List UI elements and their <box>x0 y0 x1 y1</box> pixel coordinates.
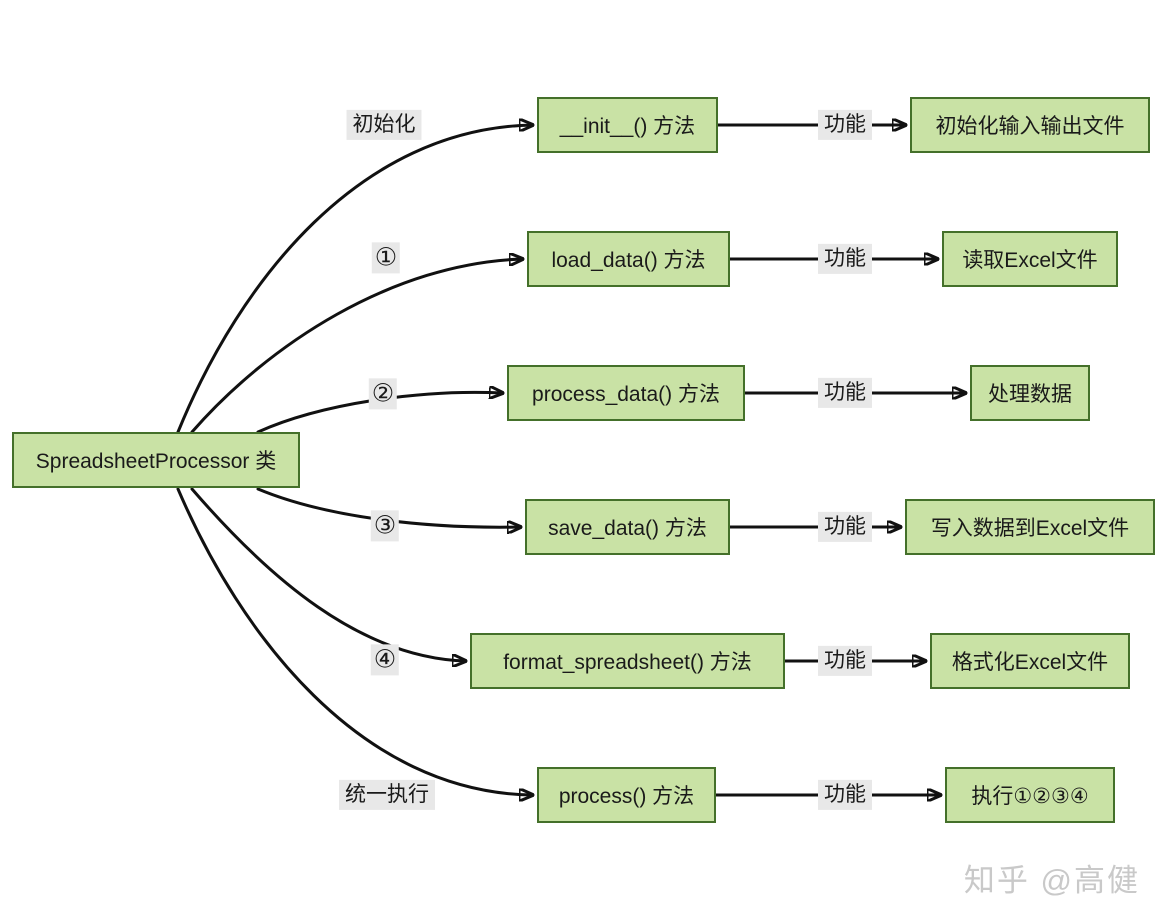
edge-label-load-data: ① <box>371 242 401 274</box>
curve-edge-init <box>176 125 535 434</box>
function-node-process: 执行①②③④ <box>945 767 1115 823</box>
link-label-save-data: 功能 <box>818 511 872 543</box>
method-node-init: __init__() 方法 <box>537 97 718 153</box>
function-node-process-data: 处理数据 <box>970 365 1090 421</box>
edge-label-format-spreadsheet: ④ <box>370 644 400 676</box>
method-node-load-data: load_data() 方法 <box>527 231 730 287</box>
curve-edge-format-spreadsheet <box>190 487 468 661</box>
link-label-process: 功能 <box>818 779 872 811</box>
edge-label-process-data: ② <box>368 378 398 410</box>
function-node-load-data: 读取Excel文件 <box>942 231 1118 287</box>
function-node-format-spreadsheet: 格式化Excel文件 <box>930 633 1130 689</box>
function-node-init: 初始化输入输出文件 <box>910 97 1150 153</box>
curve-edge-process <box>176 487 535 795</box>
method-node-save-data: save_data() 方法 <box>525 499 730 555</box>
link-label-load-data: 功能 <box>818 243 872 275</box>
method-node-process-data: process_data() 方法 <box>507 365 745 421</box>
method-node-format-spreadsheet: format_spreadsheet() 方法 <box>470 633 785 689</box>
link-label-format-spreadsheet: 功能 <box>818 645 872 677</box>
link-label-process-data: 功能 <box>818 377 872 409</box>
class-node: SpreadsheetProcessor 类 <box>12 432 300 488</box>
link-label-init: 功能 <box>818 109 872 141</box>
edge-label-save-data: ③ <box>370 510 400 542</box>
curve-edge-load-data <box>190 259 525 434</box>
edge-label-process: 统一执行 <box>339 779 435 811</box>
watermark: 知乎 @高健 <box>963 863 1140 898</box>
edge-label-init: 初始化 <box>346 109 422 141</box>
method-node-process: process() 方法 <box>537 767 716 823</box>
function-node-save-data: 写入数据到Excel文件 <box>905 499 1155 555</box>
